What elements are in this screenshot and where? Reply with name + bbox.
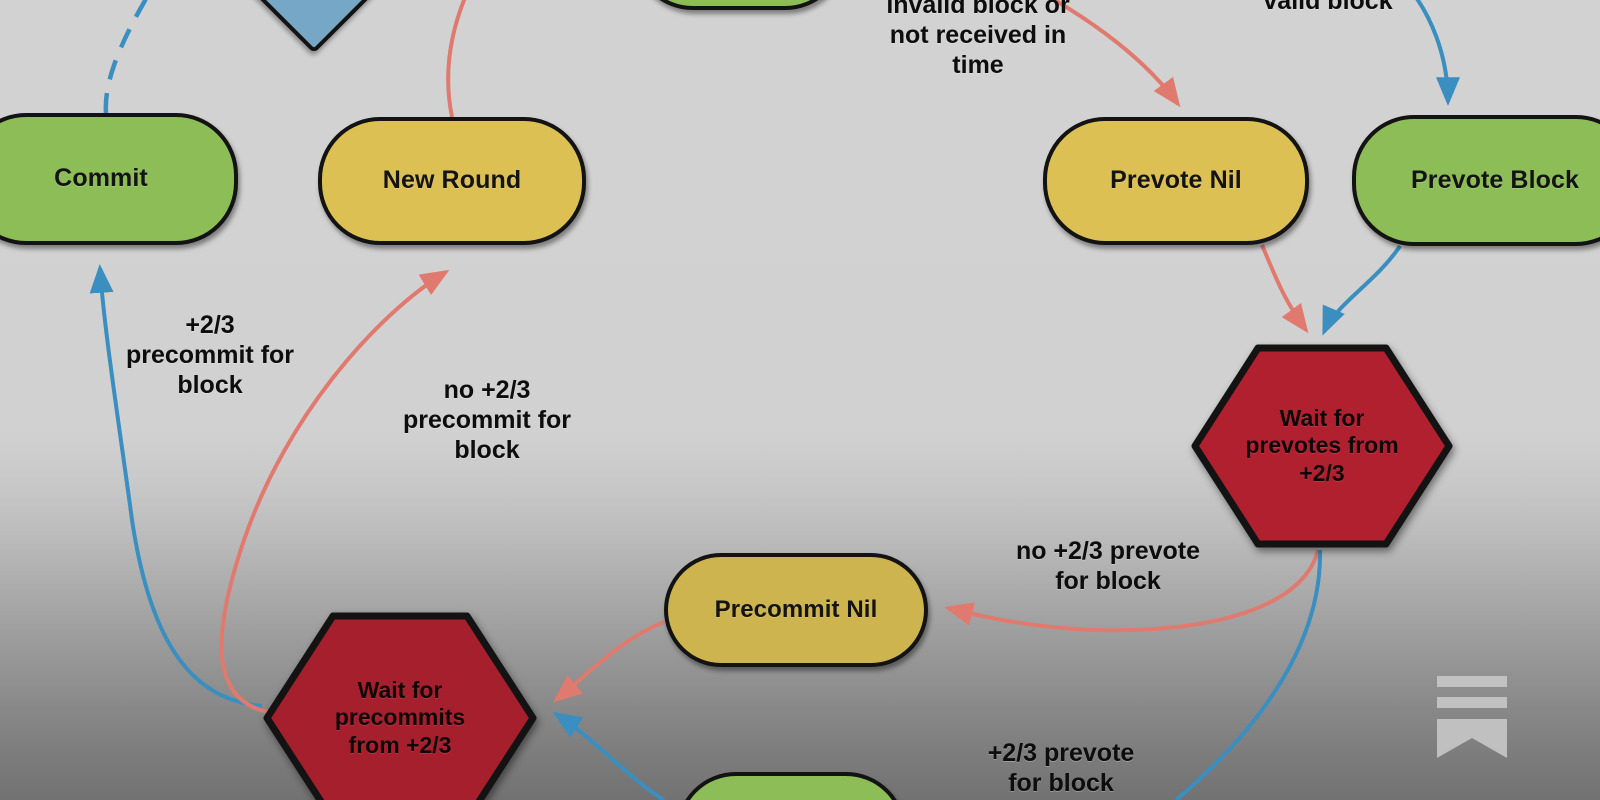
node-new-round-label: New Round [382, 166, 522, 195]
edge-label-no-precommit-for-block: no +2/3 precommit for block [402, 376, 572, 464]
node-wait-prevotes[interactable]: Wait for prevotes from +2/3 [1190, 343, 1454, 549]
edge-label-invalid-block: invalid block or not received in time [886, 0, 1070, 79]
edge-precommit-block-to-wait-precommits [552, 711, 666, 800]
edge-label-valid-block: valid block [1263, 0, 1393, 15]
node-prevote-nil-label: Prevote Nil [1110, 166, 1242, 195]
node-wait-precommits[interactable]: Wait for precommits from +2/3 [262, 611, 538, 800]
node-prevote-nil[interactable]: Prevote Nil [1043, 117, 1309, 245]
node-precommit-block[interactable] [676, 772, 906, 800]
edge-prevote-nil-to-wait [1260, 244, 1309, 334]
edge-label-precommit-for-block: +2/3 precommit for block [125, 311, 295, 399]
node-commit[interactable]: Commit [0, 113, 238, 245]
substack-logo-icon [1437, 676, 1507, 758]
node-prevote-block[interactable]: Prevote Block [1352, 115, 1600, 246]
edge-label-prevote-for-block: +2/3 prevote for block [987, 739, 1135, 797]
node-commit-label: Commit [54, 164, 148, 193]
edge-newround-up [446, 0, 467, 118]
edge-commit-dashed-up [103, 0, 148, 114]
edge-label-no-prevote-for-block: no +2/3 prevote for block [1015, 537, 1201, 595]
node-new-round[interactable]: New Round [318, 117, 586, 245]
node-precommit-nil[interactable]: Precommit Nil [664, 553, 928, 667]
node-propose[interactable] [632, 0, 846, 10]
edge-prevote-block-to-wait [1322, 244, 1402, 336]
node-prevote-block-label: Prevote Block [1410, 165, 1580, 194]
edge-precommit-nil-to-wait-precommits [552, 620, 665, 703]
node-decision-diamond[interactable] [240, 0, 388, 54]
node-precommit-nil-label: Precommit Nil [714, 595, 878, 623]
